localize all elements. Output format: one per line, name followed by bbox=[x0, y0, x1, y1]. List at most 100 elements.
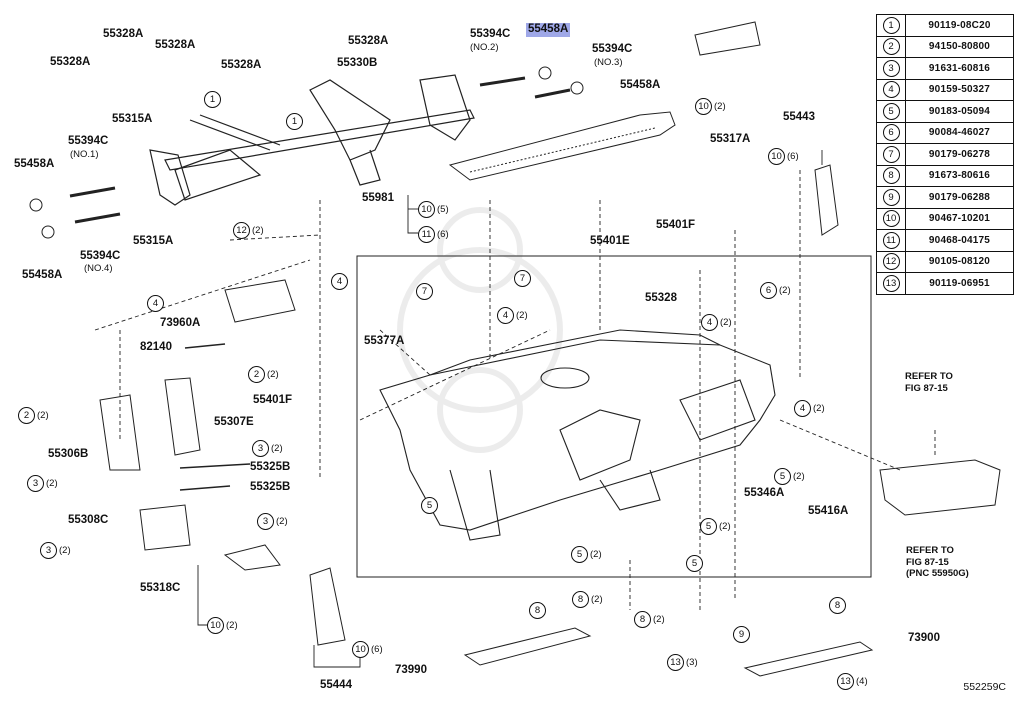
legend-row: 13 90119-06951 bbox=[876, 272, 1014, 295]
part-label-55306b: 55306B bbox=[48, 448, 89, 460]
legend-number: 9 bbox=[876, 186, 906, 209]
legend-number: 10 bbox=[876, 207, 906, 230]
legend-number: 7 bbox=[876, 143, 906, 166]
callout: 11(6) bbox=[418, 226, 449, 243]
part-sublabel: (NO.4) bbox=[84, 263, 113, 274]
part-label-55394c: 55394C bbox=[592, 43, 633, 55]
callout: 5 bbox=[686, 555, 703, 572]
legend-part-number[interactable]: 90179-06278 bbox=[905, 143, 1014, 166]
part-label-55394c: 55394C bbox=[470, 28, 511, 40]
legend-part-number[interactable]: 91631-60816 bbox=[905, 57, 1014, 80]
legend-part-number[interactable]: 90119-08C20 bbox=[905, 14, 1014, 37]
legend-number-circle: 13 bbox=[882, 274, 900, 292]
callout: 4(2) bbox=[794, 400, 825, 417]
legend-part-number[interactable]: 90183-05094 bbox=[905, 100, 1014, 123]
callout: 5(2) bbox=[700, 518, 731, 535]
legend-row: 3 91631-60816 bbox=[876, 57, 1014, 80]
part-label-55308c: 55308C bbox=[68, 514, 109, 526]
part-label-55328a: 55328A bbox=[221, 59, 262, 71]
refer-note: REFER TO FIG 87-15 bbox=[905, 371, 953, 394]
legend-row: 6 90084-46027 bbox=[876, 121, 1014, 144]
callout: 3(2) bbox=[40, 542, 71, 559]
callout: 3(2) bbox=[252, 440, 283, 457]
legend-number: 1 bbox=[876, 14, 906, 37]
bracket-55308c bbox=[139, 504, 191, 551]
legend-part-number[interactable]: 90468-04175 bbox=[905, 229, 1014, 252]
callout: 8(2) bbox=[634, 611, 665, 628]
panel-group-frame bbox=[356, 255, 872, 578]
callout: 9 bbox=[733, 626, 750, 643]
legend-number-circle: 5 bbox=[882, 102, 900, 120]
bolt-rods bbox=[29, 66, 584, 239]
part-label-73990: 73990 bbox=[395, 664, 427, 676]
legend-row: 5 90183-05094 bbox=[876, 100, 1014, 123]
callout: 3(2) bbox=[27, 475, 58, 492]
part-label-55458a: 55458A bbox=[22, 269, 63, 281]
callout: 13(3) bbox=[667, 654, 698, 671]
callout: 4(2) bbox=[497, 307, 528, 324]
part-label-55330b: 55330B bbox=[337, 57, 378, 69]
legend-number: 8 bbox=[876, 164, 906, 187]
legend-number-circle: 3 bbox=[882, 59, 900, 77]
legend-number: 4 bbox=[876, 78, 906, 101]
legend-row: 7 90179-06278 bbox=[876, 143, 1014, 166]
part-label-55328a: 55328A bbox=[155, 39, 196, 51]
legend-part-number[interactable]: 94150-80800 bbox=[905, 35, 1014, 58]
legend-number: 12 bbox=[876, 250, 906, 273]
part-label-82140: 82140 bbox=[140, 341, 172, 353]
part-label-55458a: 55458A bbox=[620, 79, 661, 91]
legend-number-circle: 1 bbox=[882, 16, 900, 34]
callout: 2(2) bbox=[18, 407, 49, 424]
legend-part-number[interactable]: 90179-06288 bbox=[905, 186, 1014, 209]
callout: 1 bbox=[286, 113, 303, 130]
callout: 4(2) bbox=[701, 314, 732, 331]
part-label-73960a: 73960A bbox=[160, 317, 201, 329]
legend-number: 6 bbox=[876, 121, 906, 144]
side-duct bbox=[879, 459, 1001, 516]
part-label-55458a: 55458A bbox=[14, 158, 55, 170]
part-label-55325b: 55325B bbox=[250, 461, 291, 473]
part-label-55458a-highlighted[interactable]: 55458A bbox=[526, 23, 571, 37]
duct-73900 bbox=[743, 641, 874, 677]
legend-part-number[interactable]: 90119-06951 bbox=[905, 272, 1014, 295]
trim-55444 bbox=[309, 567, 346, 646]
part-sublabel: (NO.2) bbox=[470, 42, 499, 53]
callout: 10(5) bbox=[418, 201, 449, 218]
callout: 7 bbox=[416, 283, 433, 300]
part-label-55377a: 55377A bbox=[364, 335, 405, 347]
legend-number-circle: 8 bbox=[882, 167, 900, 185]
part-label-55328: 55328 bbox=[645, 292, 677, 304]
legend-number-circle: 7 bbox=[882, 145, 900, 163]
part-label-55394c: 55394C bbox=[68, 135, 109, 147]
callout: 10(2) bbox=[207, 617, 238, 634]
cover-55318c bbox=[223, 544, 281, 571]
bracket-55306b bbox=[99, 394, 141, 471]
part-label-55315a: 55315A bbox=[133, 235, 174, 247]
legend-part-number[interactable]: 91673-80616 bbox=[905, 164, 1014, 187]
legend-part-number[interactable]: 90084-46027 bbox=[905, 121, 1014, 144]
callout: 10(6) bbox=[768, 148, 799, 165]
legend-part-number[interactable]: 90467-10201 bbox=[905, 207, 1014, 230]
callout: 5(2) bbox=[774, 468, 805, 485]
lid-55317a bbox=[694, 21, 761, 56]
part-label-55315a: 55315A bbox=[112, 113, 153, 125]
legend-number: 5 bbox=[876, 100, 906, 123]
part-sublabel: (NO.1) bbox=[70, 149, 99, 160]
part-label-55325b: 55325B bbox=[250, 481, 291, 493]
callout: 2(2) bbox=[248, 366, 279, 383]
bracket-55443 bbox=[814, 164, 839, 236]
reinforcement-beam bbox=[149, 74, 475, 206]
callout: 10(2) bbox=[695, 98, 726, 115]
callout: 10(6) bbox=[352, 641, 383, 658]
legend-part-number[interactable]: 90159-50327 bbox=[905, 78, 1014, 101]
part-label-73900: 73900 bbox=[908, 632, 940, 644]
legend-number: 11 bbox=[876, 229, 906, 252]
legend-number-circle: 11 bbox=[882, 231, 900, 249]
part-label-55401f: 55401F bbox=[253, 394, 293, 406]
legend-number-circle: 6 bbox=[882, 124, 900, 142]
legend-part-number[interactable]: 90105-08120 bbox=[905, 250, 1014, 273]
